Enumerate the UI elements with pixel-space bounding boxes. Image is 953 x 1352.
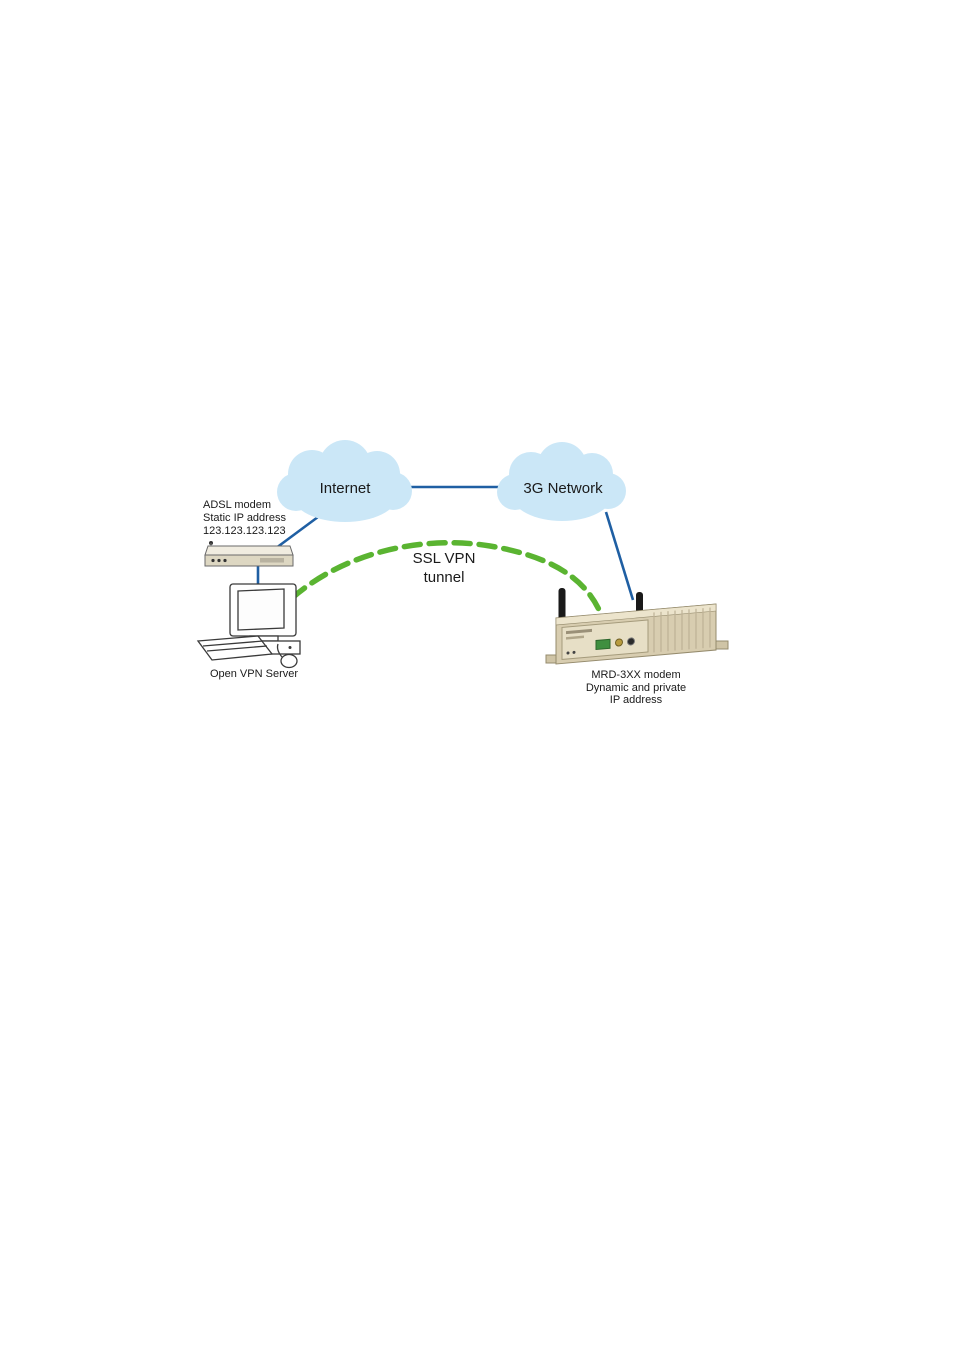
adsl-caption-line2: Static IP address xyxy=(203,512,286,524)
internet-cloud-label: Internet xyxy=(320,480,372,497)
adsl-caption-line1: ADSL modem xyxy=(203,499,271,511)
network-links xyxy=(256,485,635,601)
mrd-caption-line2: Dynamic and private xyxy=(586,682,686,694)
adsl-modem-device xyxy=(204,541,294,567)
ssl-vpn-label-line1: SSL VPN xyxy=(413,550,476,567)
open-vpn-server-computer xyxy=(196,583,301,669)
mrd-caption-line3: IP address xyxy=(610,694,663,706)
3g-network-cloud xyxy=(497,442,626,521)
3g-to-mrd-link xyxy=(604,511,635,601)
open-vpn-server-label: Open VPN Server xyxy=(210,668,298,680)
mrd-caption-line1: MRD-3XX modem xyxy=(591,669,680,681)
ssl-vpn-tunnel-curve xyxy=(289,540,603,615)
ssl-vpn-label-line2: tunnel xyxy=(424,569,465,586)
adsl-caption-line3: 123.123.123.123 xyxy=(203,525,286,537)
internet-cloud xyxy=(277,440,412,522)
3g-network-cloud-label: 3G Network xyxy=(523,480,603,497)
mrd-3xx-modem-device xyxy=(545,588,729,665)
internet-to-adsl-link xyxy=(271,512,323,553)
